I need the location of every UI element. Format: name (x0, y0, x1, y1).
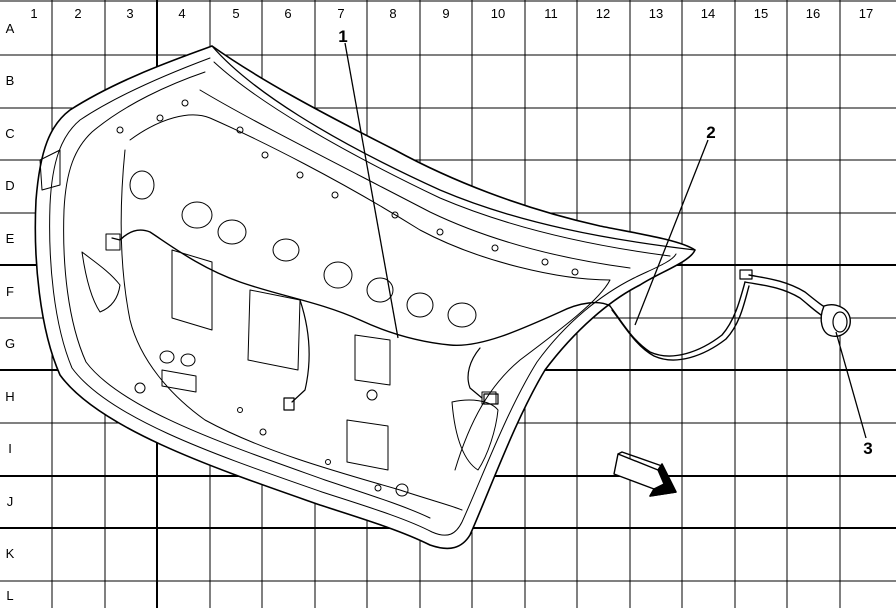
column-labels: 1 2 3 4 5 6 7 8 9 10 11 12 13 14 15 16 1… (30, 6, 873, 21)
column-label: 1 (30, 6, 37, 21)
row-label: C (5, 126, 14, 141)
column-label: 4 (178, 6, 185, 21)
column-label: 11 (544, 6, 558, 21)
column-label: 5 (232, 6, 239, 21)
row-label: A (6, 21, 15, 36)
callout-labels: 1 2 3 (338, 27, 872, 458)
row-label: I (8, 441, 12, 456)
row-label: D (5, 178, 14, 193)
row-label: F (6, 284, 14, 299)
wiring-harness (111, 229, 851, 411)
callout-1-label: 1 (338, 27, 347, 46)
trunk-lid-outline (34, 45, 696, 550)
callout-3-label: 3 (863, 439, 872, 458)
row-label: L (6, 588, 13, 603)
callout-2-label: 2 (706, 123, 715, 142)
column-label: 9 (442, 6, 449, 21)
row-label: B (6, 73, 15, 88)
column-label: 7 (337, 6, 344, 21)
row-label: H (5, 389, 14, 404)
column-label: 2 (74, 6, 81, 21)
column-label: 8 (389, 6, 396, 21)
direction-arrow-icon (613, 451, 677, 497)
column-label: 16 (806, 6, 820, 21)
column-label: 15 (754, 6, 768, 21)
row-label: K (6, 546, 15, 561)
column-label: 13 (649, 6, 663, 21)
row-labels: A B C D E F G H I J K L (5, 21, 15, 603)
row-label: E (6, 231, 15, 246)
row-label: G (5, 336, 15, 351)
column-label: 17 (859, 6, 873, 21)
row-label: J (7, 494, 14, 509)
callout-leaders (344, 42, 867, 439)
column-label: 10 (491, 6, 505, 21)
column-label: 6 (284, 6, 291, 21)
column-label: 12 (596, 6, 610, 21)
column-label: 3 (126, 6, 133, 21)
column-label: 14 (701, 6, 715, 21)
